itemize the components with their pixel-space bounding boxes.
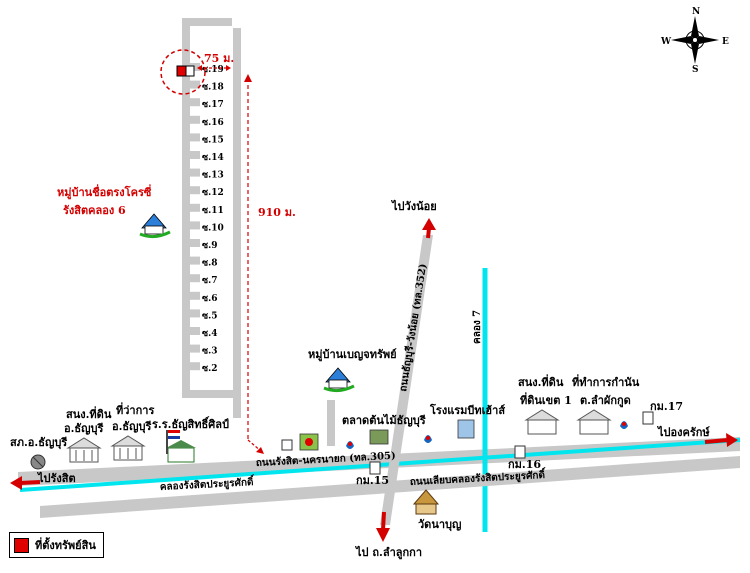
soi-stub: [182, 291, 200, 300]
legend-label: ที่ตั้งทรัพย์สิน: [35, 539, 96, 552]
soi-label: ซ.12: [202, 188, 224, 198]
kamnan-office-1: ที่ทำการกำนัน: [572, 374, 640, 389]
land-office-2: อ.ธัญบุรี: [64, 422, 104, 436]
soi-stub: [182, 80, 200, 89]
temple-label: วัดนาบุญ: [418, 518, 461, 532]
canal7-label: คลอง 7: [472, 310, 483, 344]
soi-label: ซ.8: [202, 259, 218, 269]
land-branch-2: ที่ดินเขต 1: [520, 392, 572, 407]
soi-stub: [182, 362, 200, 371]
km17-label: กม.17: [650, 400, 683, 413]
soi-stub: [182, 327, 200, 335]
soi-label: ซ.19: [202, 65, 224, 75]
district-office-2: อ.ธัญบุรี: [112, 420, 152, 434]
soi-label: ซ.5: [202, 311, 218, 321]
soi-label: ซ.13: [202, 171, 224, 181]
to-ongkharak: ไปองครักษ์: [656, 425, 710, 439]
market-label: ตลาดต้นไม้ธัญบุรี: [342, 413, 426, 428]
government-building-icon: [66, 409, 612, 463]
soi-stub: [182, 274, 200, 283]
soi-stub: [182, 115, 200, 124]
temple-icon: [412, 489, 440, 515]
soi-stub: [182, 186, 200, 195]
land-office-1: สนง.ที่ดิน: [66, 406, 112, 421]
property-marker: [160, 49, 231, 95]
soi-label: ซ.7: [202, 276, 218, 286]
north-south-road-label: ถนนธัญบุรี-วังน้อย (ทล.352): [397, 263, 429, 393]
land-branch-1: สนง.ที่ดิน: [518, 374, 564, 389]
compass-n: N: [692, 7, 700, 17]
soi-label: ซ.16: [202, 118, 224, 128]
soi-label: ซ.9: [202, 241, 218, 251]
soi-stub: [182, 239, 200, 247]
soi-label: ซ.11: [202, 206, 224, 216]
hotel-label: โรงแรมบีทเฮ้าส์: [429, 403, 505, 417]
compass-icon: [671, 16, 719, 64]
km-markers: [369, 411, 654, 475]
compass-e: E: [722, 37, 729, 47]
police-icon: [30, 454, 46, 470]
direction-arrows: [10, 218, 738, 542]
village-benja-icon: [323, 367, 355, 393]
soi-stub: [182, 256, 200, 265]
km15-label: กม.15: [356, 474, 389, 487]
soi-label: ซ.14: [202, 153, 224, 163]
compass-w: W: [660, 37, 672, 47]
distance-offset: 75 ม.: [204, 52, 234, 65]
soi-label: ซ.18: [202, 83, 224, 93]
kamnan-office-2: ต.ลำผักกูด: [580, 394, 631, 408]
to-rangsit: ไปรังสิต: [36, 471, 76, 485]
soi-stub: [182, 221, 200, 230]
distance-line: [244, 74, 264, 454]
soi-stub: [182, 133, 200, 142]
km16-label: กม.16: [508, 458, 541, 471]
soi-label: ซ.15: [202, 135, 224, 145]
compass-s: S: [692, 65, 699, 75]
soi-label: ซ.10: [202, 223, 224, 233]
soi-label: ซ.6: [202, 294, 218, 304]
village-benja-label: หมู่บ้านเบญจทรัพย์: [308, 348, 397, 362]
soi-stub: [182, 344, 200, 353]
school-icon: [166, 430, 196, 463]
legend-swatch: [14, 537, 29, 553]
village-main-1: หมู่บ้านชื่อตรงโครซี่: [57, 184, 152, 200]
soi-label: ซ.17: [202, 100, 224, 110]
soi-stub: [182, 98, 200, 107]
soi-rows: ซ.19 ซ.18 ซ.17 ซ.16 ซ.15 ซ.14 ซ.13 ซ.12 ซ.11 ซ.10…: [182, 63, 224, 374]
soi-label: ซ.4: [202, 329, 218, 339]
distance-main: 910 ม.: [258, 206, 296, 219]
village-main-2: รังสิตคลอง 6: [63, 204, 126, 217]
school-label: ร.ร.ธัญสิทธิ์ศิลป์: [152, 416, 229, 431]
soi-label: ซ.2: [202, 364, 218, 374]
village-icon: [139, 213, 171, 239]
soi-grid: [182, 18, 241, 418]
police-label: สภ.อ.ธัญบุรี: [10, 436, 67, 450]
market-icons: [281, 419, 628, 451]
to-lamlukka: ไป ถ.ลำลูกกา: [354, 545, 422, 560]
north-south-road: [380, 235, 433, 525]
legend: ที่ตั้งทรัพย์สิน: [9, 532, 104, 558]
soi-stub: [182, 151, 200, 159]
soi-stub: [182, 168, 200, 177]
soi-stub: [182, 203, 200, 212]
to-wangnoi: ไปวังน้อย: [390, 199, 437, 213]
soi-label: ซ.3: [202, 347, 218, 357]
soi-stub: [182, 309, 200, 318]
district-office-1: ที่ว่าการ: [116, 402, 154, 417]
